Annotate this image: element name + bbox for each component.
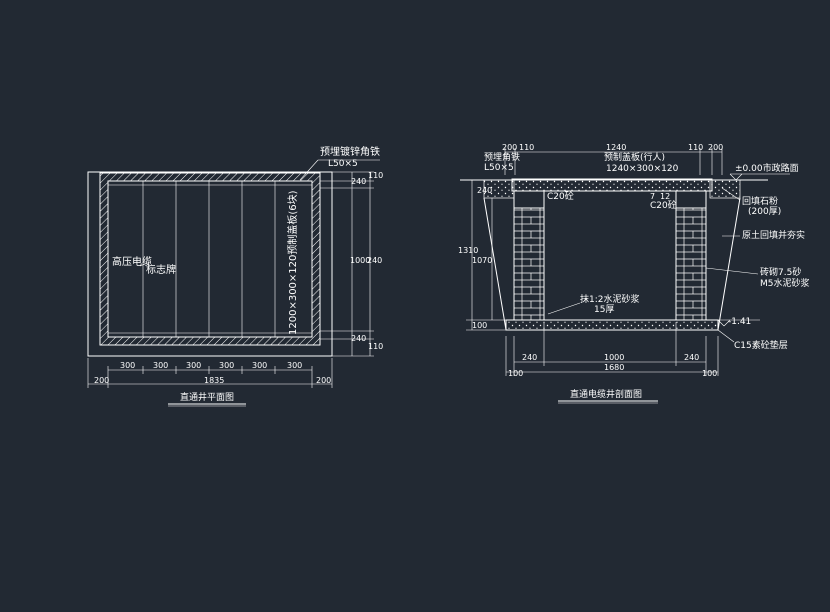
section-backfill-leader — [721, 187, 741, 201]
section-bed-leader — [717, 329, 735, 343]
section-gravel-left — [483, 179, 515, 199]
plan-side-200-right: 200 — [316, 376, 331, 385]
section-c20-right: C20砼 — [650, 199, 677, 211]
section-dim-1680: 1680 — [604, 363, 624, 372]
plan-wall-outer — [99, 172, 321, 346]
plan-cover-label: 1200×300×120预制盖板(6块) — [286, 190, 299, 335]
plan-view: 预埋镀锌角铁 L50×5 高压电缆 标志牌 1200×300×120预制盖板(6… — [87, 145, 383, 407]
section-plaster-leader — [547, 302, 581, 315]
plan-spacing: 300 — [287, 361, 302, 370]
section-ground-marker — [735, 173, 743, 181]
section-brick-note-2: M5水泥砂浆 — [760, 277, 810, 289]
plan-callout-main: 预埋镀锌角铁 — [320, 145, 380, 158]
plan-spacing: 300 — [153, 361, 168, 370]
plan-spacing: 300 — [219, 361, 234, 370]
plan-title: 直通井平面图 — [180, 391, 234, 403]
section-view: 200 110 1240 110 200 预制盖板(行人) 1240×300×1… — [458, 143, 810, 404]
section-dim-12: 12 — [660, 192, 670, 201]
plan-callout-sub: L50×5 — [328, 159, 358, 169]
plan-dim-110-top: 110 — [368, 171, 383, 180]
section-level-low: -1.41 — [728, 317, 751, 327]
section-cover-slab — [511, 178, 713, 192]
section-brick-leader — [705, 267, 759, 275]
section-slope-right — [717, 197, 741, 331]
section-bed-note: C15素砼垫层 — [734, 339, 788, 351]
section-plaster-note: 抹1:2水泥砂浆 — [580, 293, 640, 305]
section-dim-1000: 1000 — [604, 353, 624, 362]
section-dim-1240: 1240 — [606, 143, 626, 152]
plan-dim-1000: 1000 — [350, 256, 370, 265]
plan-spacing: 300 — [252, 361, 267, 370]
section-dim-110-left: 110 — [519, 143, 534, 152]
section-brick-wall-right — [675, 207, 707, 321]
plan-dim-110-bot: 110 — [368, 342, 383, 351]
section-dim-100: 100 — [472, 321, 487, 330]
section-dim-200-left: 200 — [502, 143, 517, 152]
section-dim-200-right: 200 — [708, 143, 723, 152]
section-soil-note: 原土回填并夯实 — [742, 229, 805, 241]
plan-wall-inner — [107, 180, 313, 338]
plan-dim-240-mid: 240 — [367, 256, 382, 265]
section-backfill-1: 回填石粉 — [742, 195, 778, 207]
section-dim-240: 240 — [477, 186, 492, 195]
section-c20-beam-left — [513, 190, 545, 209]
plan-spacing: 300 — [186, 361, 201, 370]
plan-note-sign: 标志牌 — [146, 263, 176, 276]
section-dim-1070: 1070 — [472, 256, 492, 265]
section-plaster-thick: 15厚 — [594, 304, 614, 315]
section-c20-left: C20砼 — [547, 190, 574, 202]
section-dim-100-right: 100 — [702, 369, 717, 378]
plan-dim-240-top: 240 — [351, 177, 366, 186]
section-angle-label: 预埋角铁 — [484, 151, 520, 163]
section-dim-100-left: 100 — [508, 369, 523, 378]
section-angle-size: L50×5 — [484, 163, 514, 173]
plan-note-leader — [139, 261, 151, 267]
section-dim-110-right: 110 — [688, 143, 703, 152]
section-dim-7: 7 — [650, 192, 655, 201]
plan-dim-240-bot: 240 — [351, 334, 366, 343]
plan-callout-leader — [299, 159, 319, 181]
section-cover-label: 预制盖板(行人) — [604, 151, 665, 163]
plan-note-cable: 高压电缆 — [112, 255, 152, 268]
plan-spacing: 300 — [120, 361, 135, 370]
section-dim-240-right: 240 — [684, 353, 699, 362]
section-backfill-2: (200厚) — [748, 206, 781, 217]
section-ground-marker — [729, 173, 737, 181]
section-level-marker — [717, 319, 725, 327]
section-title: 直通电缆井剖面图 — [570, 388, 642, 400]
section-road-level: ±0.00市政路面 — [735, 162, 799, 174]
plan-total: 1835 — [204, 376, 224, 385]
section-cover-size: 1240×300×120 — [606, 164, 679, 174]
plan-outer-outline — [87, 171, 333, 357]
section-dim-1310: 1310 — [458, 246, 478, 255]
section-brick-note-1: 砖砌7.5砂 — [760, 266, 801, 278]
section-slope-left — [483, 197, 507, 331]
section-c20-beam-right — [675, 190, 707, 209]
section-bed — [505, 319, 719, 331]
section-brick-wall-left — [513, 207, 545, 321]
section-dim-240-left: 240 — [522, 353, 537, 362]
section-gravel-right — [709, 179, 741, 199]
plan-side-200-left: 200 — [94, 376, 109, 385]
section-level-marker — [723, 319, 731, 327]
